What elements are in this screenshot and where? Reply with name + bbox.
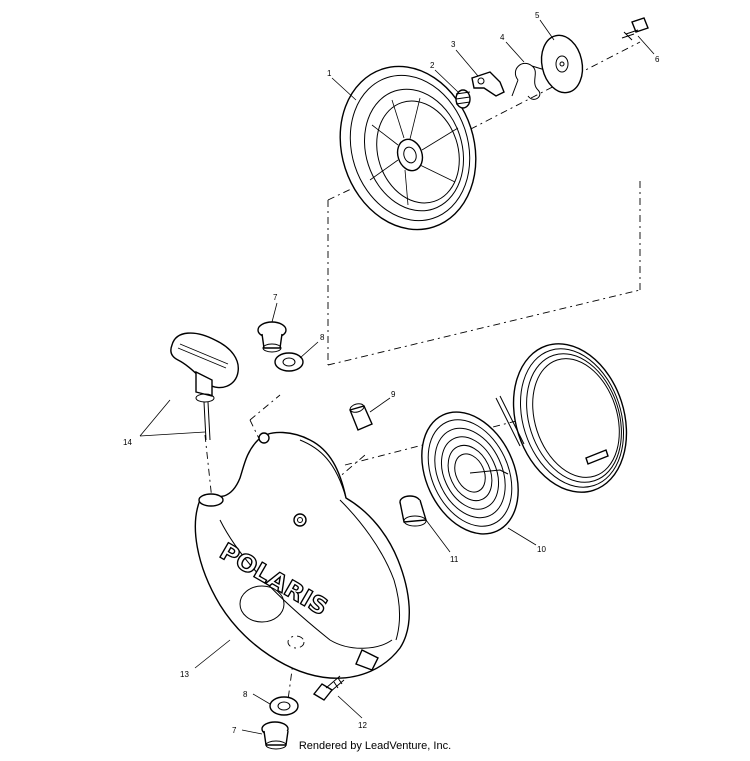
callout-leaders xyxy=(139,19,655,735)
bushing xyxy=(349,403,373,431)
callout-8-upper: 8 xyxy=(320,333,325,342)
callout-1: 1 xyxy=(327,69,332,78)
callout-8-lower: 8 xyxy=(243,690,248,699)
pawl-spring xyxy=(455,89,471,109)
callout-7-lower: 7 xyxy=(232,726,237,735)
callout-6: 6 xyxy=(655,55,660,64)
callout-14: 14 xyxy=(123,438,132,447)
recoil-spring xyxy=(421,411,519,535)
pulley-reel xyxy=(339,65,477,231)
callout-7-upper: 7 xyxy=(273,293,278,302)
washer-upper xyxy=(274,352,304,372)
plug-upper xyxy=(257,321,287,353)
screw xyxy=(621,17,649,41)
callout-9: 9 xyxy=(391,390,396,399)
callout-12: 12 xyxy=(358,721,367,730)
pawl xyxy=(471,71,505,97)
starter-handle xyxy=(170,332,239,441)
callout-numbers: 1 2 3 4 5 6 7 8 9 10 11 12 13 14 8 7 xyxy=(123,11,660,735)
friction-plate xyxy=(540,34,584,94)
render-credit: Rendered by LeadVenture, Inc. xyxy=(298,740,452,752)
washer-lower xyxy=(269,696,299,716)
callout-2: 2 xyxy=(430,61,435,70)
starter-rope-coil xyxy=(495,343,628,493)
mounting-bolt xyxy=(312,675,345,701)
plug-lower xyxy=(261,721,289,750)
callout-11: 11 xyxy=(450,555,459,564)
friction-spring xyxy=(511,62,546,100)
callout-5: 5 xyxy=(535,11,540,20)
collar xyxy=(399,495,427,527)
callout-3: 3 xyxy=(451,40,456,49)
callout-4: 4 xyxy=(500,33,505,42)
callout-13: 13 xyxy=(180,670,189,679)
callout-10: 10 xyxy=(537,545,546,554)
starter-housing: POLARIS xyxy=(194,431,410,679)
